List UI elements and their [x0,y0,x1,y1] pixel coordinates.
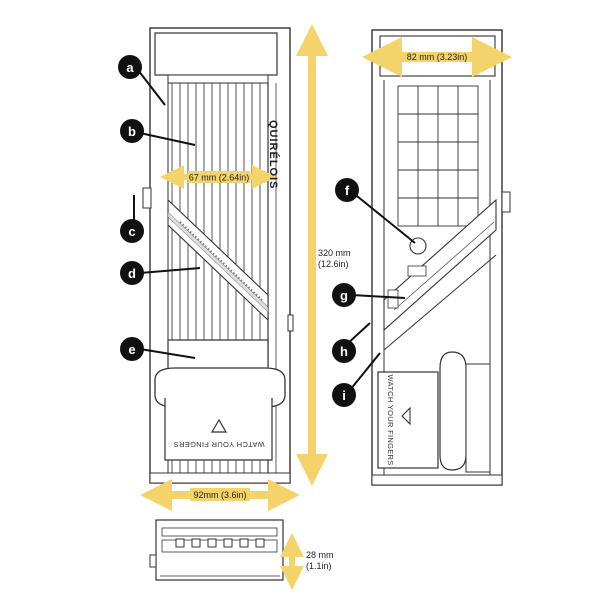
callout-e [120,337,144,361]
front-view: 67 mm (2.64in) QUIRÉLOIS WATCH YOUR FING… [142,27,294,484]
height-mm-label: 28 mm [306,550,334,560]
front-holder-top [167,339,269,371]
callout-i [332,383,356,407]
svg-text:e: e [128,342,135,357]
callout-a [118,55,142,79]
svg-text:c: c [128,224,135,239]
end-view: 28 mm (1.1in) [149,519,334,590]
back-grid [397,85,479,227]
front-warning-text: WATCH YOUR FINGERS [173,440,264,449]
brand-logo: QUIRÉLOIS [267,120,280,190]
svg-text:g: g [340,288,348,303]
back-view: 82 mm (3.23in) WATCH YOUR FINGERS [362,29,512,486]
length-mm-label: 320 mm [318,248,351,258]
front-inner-width-label: 67 mm (2.64in) [189,173,250,183]
outer-width-dimension: 92mm (3.6in) [140,479,300,511]
callouts: a b c d e f g h i [118,55,416,407]
callout-b [120,119,144,143]
svg-text:h: h [340,344,348,359]
callout-h [332,339,356,363]
back-warning-triangle-icon [401,406,411,426]
back-holder-body [377,371,439,469]
warning-triangle-icon [210,418,228,433]
svg-text:b: b [128,124,136,139]
length-dimension: 320 mm (12.6in) [296,24,351,486]
front-handle-lip [167,74,269,84]
svg-text:f: f [345,183,350,198]
svg-text:d: d [128,266,136,281]
svg-text:i: i [342,388,346,403]
back-blade-assembly [383,198,497,332]
callout-f [335,178,359,202]
back-holder-grip [439,351,467,471]
outer-width-label: 92mm (3.6in) [193,490,246,500]
front-holder-body [164,398,273,461]
callout-g [332,283,356,307]
front-top-handle [154,32,278,76]
length-in-label: (12.6in) [318,259,349,269]
back-warning-text: WATCH YOUR FINGERS [386,374,395,465]
callout-c [120,219,144,243]
front-holder-grip [154,367,286,408]
svg-text:a: a [126,60,134,75]
back-inner-width-label: 82 mm (3.23in) [407,52,468,62]
height-in-label: (1.1in) [306,561,332,571]
callout-d [120,261,144,285]
